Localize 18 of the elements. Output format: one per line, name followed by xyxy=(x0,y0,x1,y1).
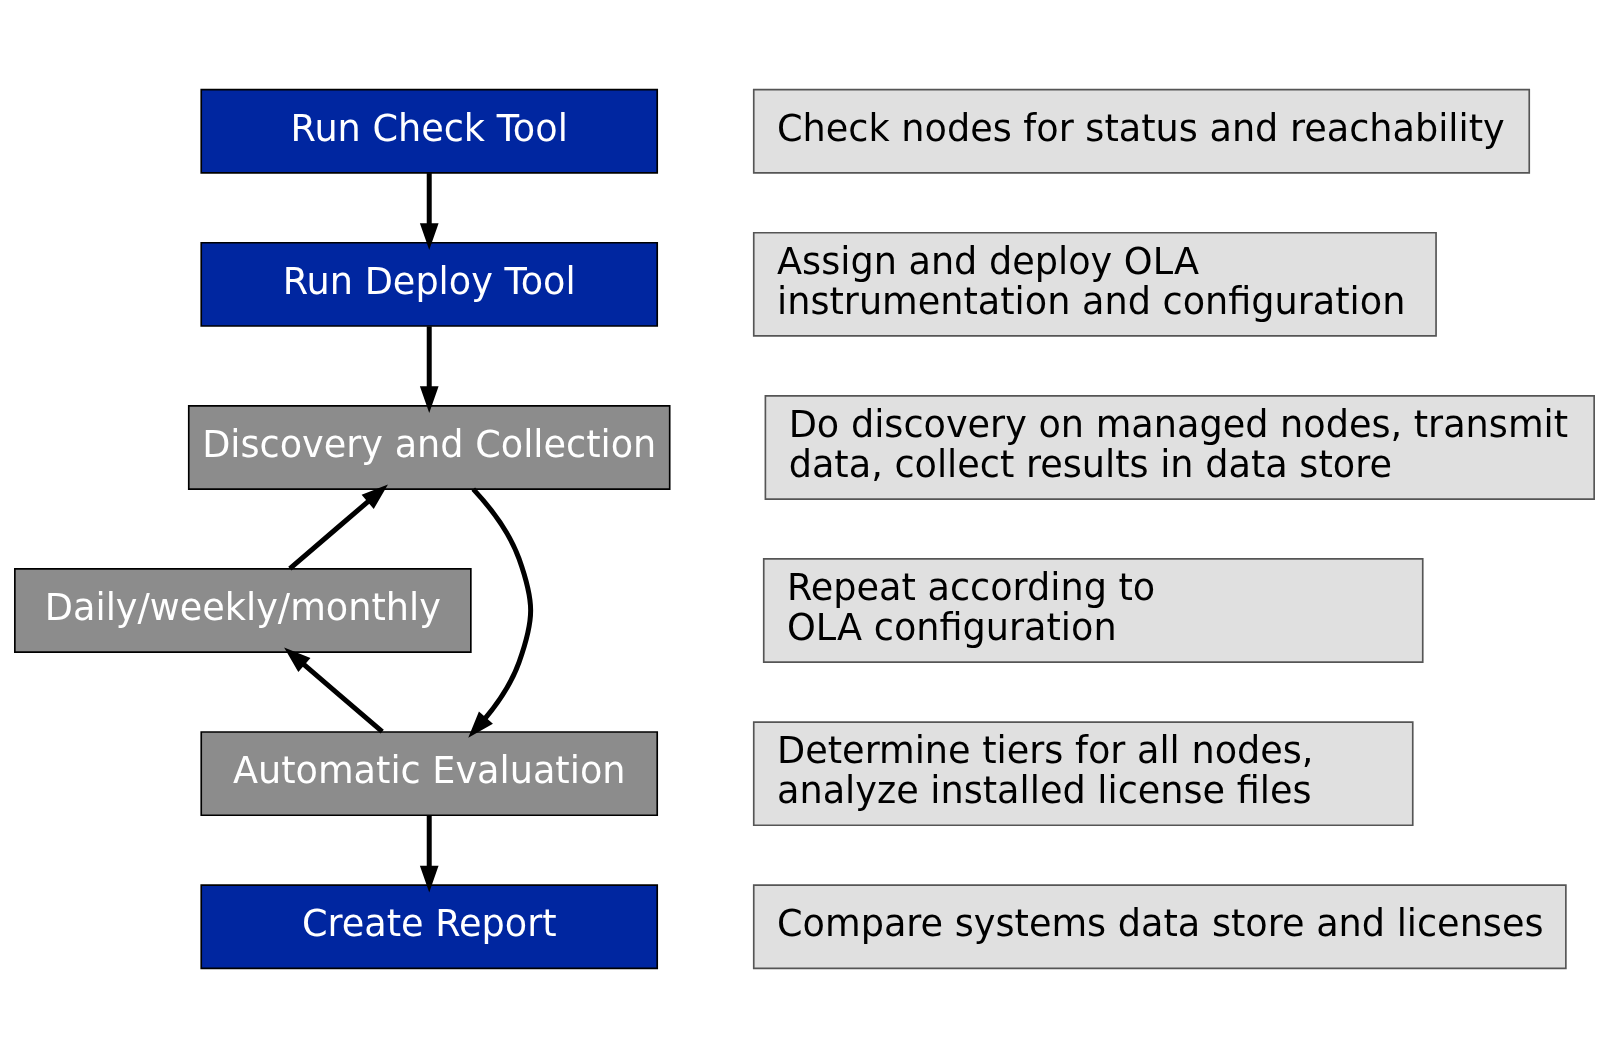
node-box: Create Report xyxy=(200,883,659,969)
node-box: Compare systems data store and licenses xyxy=(752,883,1567,969)
node-box: Daily/weekly/monthly xyxy=(14,567,472,653)
node-box: Discovery and Collection xyxy=(187,404,671,490)
node-box: Determine tiers for all nodes, analyze installed license files xyxy=(752,720,1414,826)
arrow xyxy=(284,647,384,734)
arrow xyxy=(468,486,534,738)
node-box: Automatic Evaluation xyxy=(200,730,659,816)
arrow xyxy=(419,325,439,413)
arrow xyxy=(419,172,439,250)
node-box: Check nodes for status and reachability xyxy=(752,88,1531,174)
node-box: Run Deploy Tool xyxy=(200,241,659,327)
node-box: Assign and deploy OLA instrumentation and configuration xyxy=(752,231,1437,337)
node-box: Repeat according to OLA configuration xyxy=(762,557,1424,663)
node-box: Run Check Tool xyxy=(200,88,659,174)
arrow xyxy=(288,484,388,570)
node-box: Do discovery on managed nodes, transmit data, collect results in data store xyxy=(764,394,1595,500)
arrow xyxy=(419,814,439,892)
